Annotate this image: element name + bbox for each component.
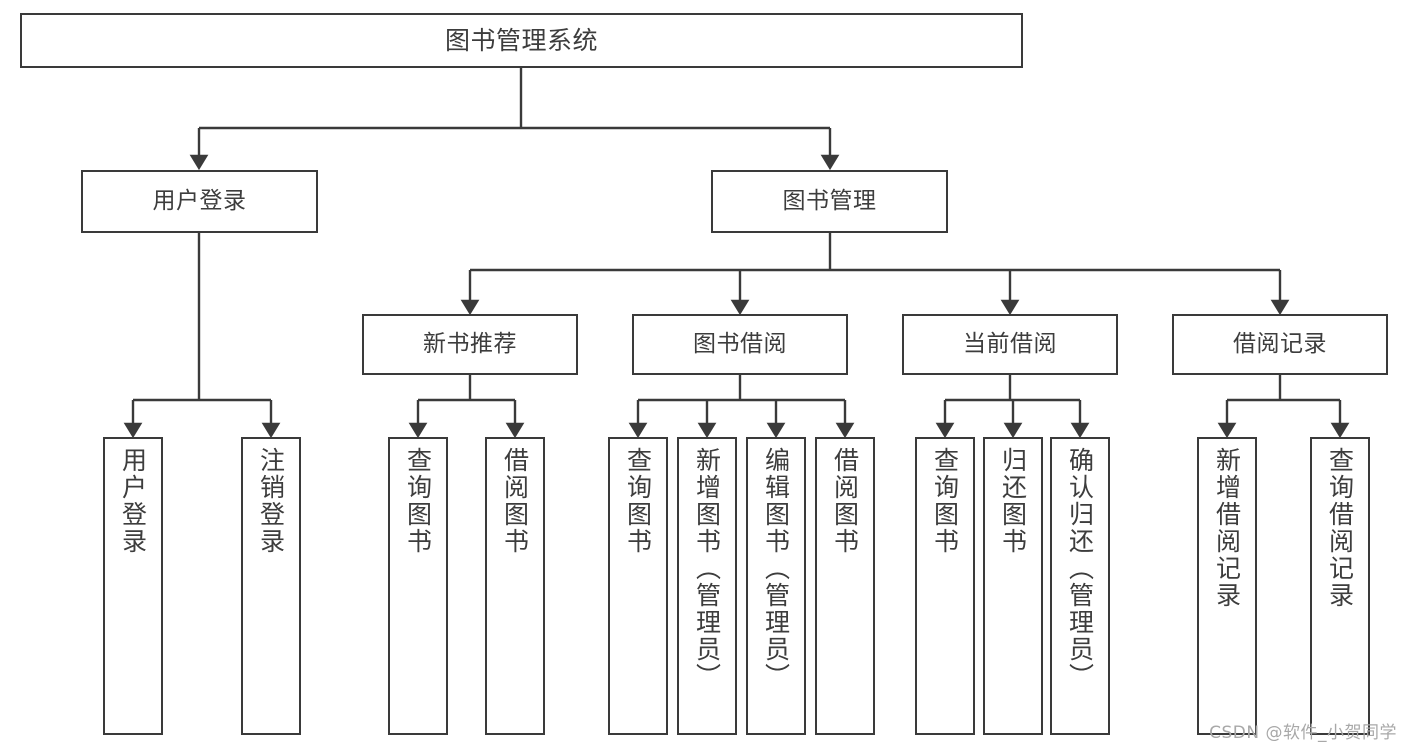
leaf-current-query-book[interactable]: 查询图书 [915, 437, 975, 735]
node-label: 确认归还（管理员） [1065, 447, 1095, 690]
node-label: 借阅图书 [830, 447, 860, 555]
leaf-borrow-borrow-book[interactable]: 借阅图书 [815, 437, 875, 735]
watermark: CSDN @软件_小贺同学 [1209, 723, 1397, 743]
leaf-borrow-add-book[interactable]: 新增图书（管理员） [677, 437, 737, 735]
node-label: 当前借阅 [963, 330, 1057, 357]
leaf-record-add[interactable]: 新增借阅记录 [1197, 437, 1257, 735]
node-label: 归还图书 [998, 447, 1028, 555]
leaf-current-confirm-return[interactable]: 确认归还（管理员） [1050, 437, 1110, 735]
node-label: 查询图书 [930, 447, 960, 555]
leaf-new-book-query[interactable]: 查询图书 [388, 437, 448, 735]
node-label: 图书管理 [782, 187, 877, 214]
node-label: 图书管理系统 [444, 25, 598, 55]
leaf-borrow-edit-book[interactable]: 编辑图书（管理员） [746, 437, 806, 735]
node-label: 查询图书 [403, 447, 433, 555]
node-label: 编辑图书（管理员） [761, 447, 791, 690]
node-label: 新书推荐 [423, 330, 517, 357]
node-label: 借阅图书 [500, 447, 530, 555]
node-label: 查询借阅记录 [1325, 447, 1355, 609]
node-borrow-record[interactable]: 借阅记录 [1172, 314, 1388, 375]
node-label: 查询图书 [623, 447, 653, 555]
node-current-borrow[interactable]: 当前借阅 [902, 314, 1118, 375]
node-new-book-recommend[interactable]: 新书推荐 [362, 314, 578, 375]
node-label: 用户登录 [118, 447, 148, 555]
node-label: 图书借阅 [693, 330, 787, 357]
leaf-user-login-login[interactable]: 用户登录 [103, 437, 163, 735]
leaf-current-return-book[interactable]: 归还图书 [983, 437, 1043, 735]
node-label: 新增图书（管理员） [692, 447, 722, 690]
leaf-user-login-logout[interactable]: 注销登录 [241, 437, 301, 735]
node-label: 注销登录 [256, 447, 286, 555]
node-label: 新增借阅记录 [1212, 447, 1242, 609]
leaf-borrow-query-book[interactable]: 查询图书 [608, 437, 668, 735]
node-label: 用户登录 [152, 187, 247, 214]
leaf-record-query[interactable]: 查询借阅记录 [1310, 437, 1370, 735]
node-book-borrow[interactable]: 图书借阅 [632, 314, 848, 375]
node-user-login[interactable]: 用户登录 [81, 170, 318, 233]
node-book-management[interactable]: 图书管理 [711, 170, 948, 233]
leaf-new-book-borrow[interactable]: 借阅图书 [485, 437, 545, 735]
node-label: 借阅记录 [1233, 330, 1327, 357]
node-root-system[interactable]: 图书管理系统 [20, 13, 1023, 68]
